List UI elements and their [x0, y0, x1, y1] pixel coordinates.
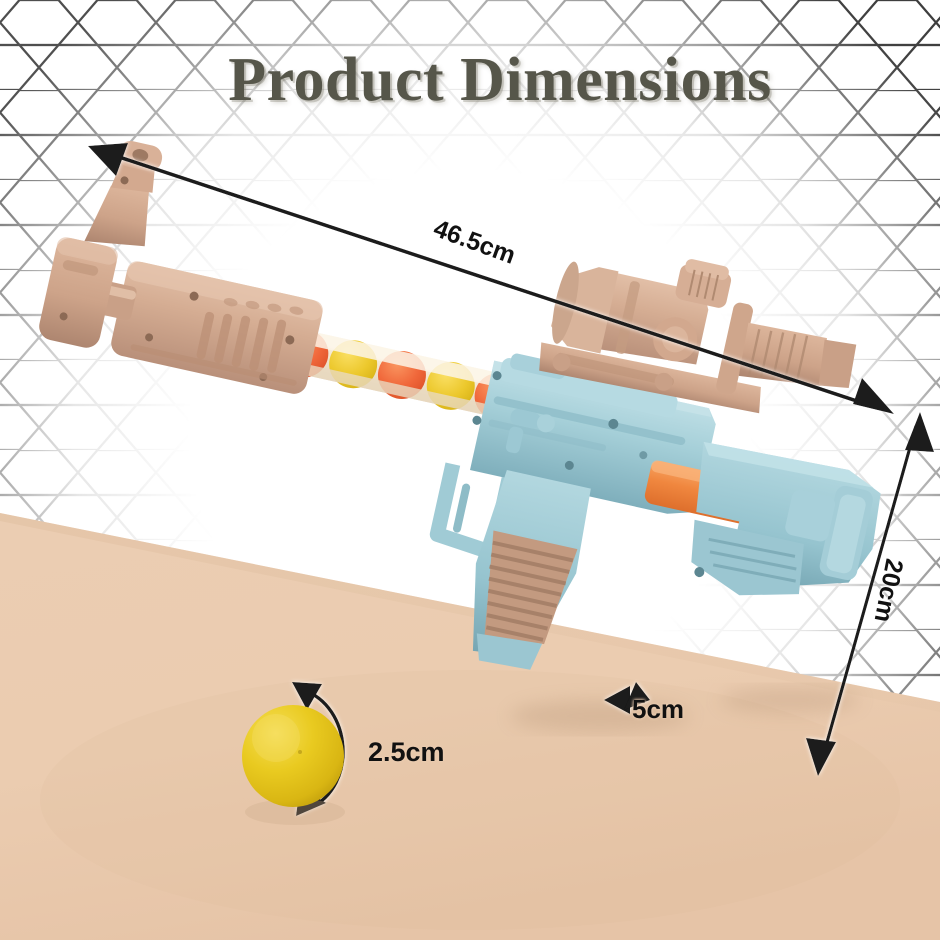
ball-magazine-tube: [270, 325, 522, 421]
arrow-grip-width: [604, 682, 650, 714]
arrow-overall-length: [88, 143, 894, 414]
muzzle-shroud: [111, 261, 323, 394]
blaster-body-group: [39, 141, 881, 670]
page-title: Product Dimensions: [228, 46, 772, 114]
arrow-overall-height: [806, 412, 934, 776]
dimension-label-ball-diameter: 2.5cm: [368, 737, 445, 767]
muzzle-cap: [39, 237, 118, 348]
butt-stock: [691, 441, 881, 596]
dimension-label-grip-width: 5cm: [632, 694, 685, 724]
grip: [472, 469, 591, 670]
